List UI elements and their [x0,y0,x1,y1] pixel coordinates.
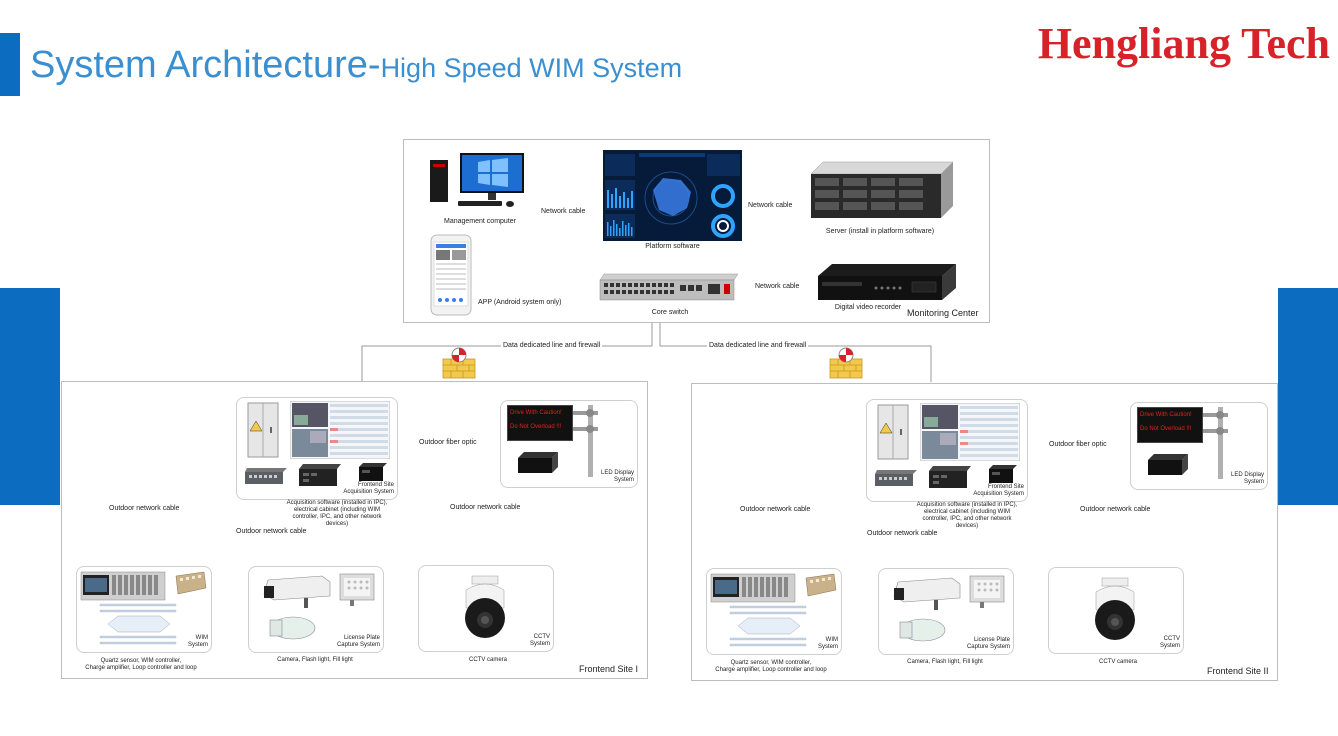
site2-capture-camera-icon [893,575,1005,642]
site2-led-label: LED Display System [1230,472,1264,485]
dvr-label: Digital video recorder [834,304,902,311]
right-side-block [1278,288,1338,505]
site1-label: Frontend Site I [579,664,639,674]
site1-wim-label: WIM System [187,635,208,648]
site2-cctv-label: CCTV System [1159,636,1180,649]
site2-wim-desc: Quartz sensor, WIM controller, Charge am… [715,660,827,673]
site2-wim-controller-icon [989,465,1017,483]
site1-led-pole [570,405,598,477]
cable-label-computer: Network cable [541,208,586,215]
page-title-main: System Architecture- [30,44,381,86]
site1-led-line2: Do Not Overload !!! [510,424,562,430]
platform-software-label: Platform software [645,243,700,250]
site1-wim-desc: Quartz sensor, WIM controller, Charge am… [85,658,197,671]
site2-acquisition-desc: Acquisition software (installed in IPC),… [916,502,1018,529]
left-accent-bar [0,33,20,96]
site1-net-right-label: Outdoor network cable [450,504,521,511]
app-phone-icon [430,234,472,316]
dedicated-line-label-right: Data dedicated line and firewall [707,342,809,349]
site1-cctv-label: CCTV System [529,634,550,647]
page-title: System Architecture-High Speed WIM Syste… [30,44,682,87]
firewall-icon-right [829,347,863,379]
dvr-icon [818,264,956,300]
site2-fiber-label: Outdoor fiber optic [1049,441,1107,448]
left-side-block [0,288,60,505]
cable-label-server: Network cable [748,202,793,209]
site2-cabinet-icon [877,404,909,460]
site2-wim-label: WIM System [817,637,838,650]
app-label: APP (Android system only) [478,299,562,306]
site2-led-pole [1200,407,1228,479]
site1-network-switch-icon [245,468,287,484]
site2-network-switch-icon [875,470,917,486]
site2-media-converter-icon [1148,454,1188,475]
server-icon [810,161,954,218]
site2-label: Frontend Site II [1207,666,1269,676]
site2-lpc-label: License Plate Capture System [966,637,1010,650]
site2-net-left-label: Outdoor network cable [740,506,811,513]
site1-cctv-camera-icon [465,575,505,638]
cable-label-dvr: Network cable [755,283,800,290]
site2-ipc-screen [920,403,1020,461]
management-computer-icon [430,153,524,207]
dedicated-line-label-left: Data dedicated line and firewall [501,342,603,349]
site1-wim-controller-icon [359,463,387,481]
site1-net-mid-label: Outdoor network cable [236,528,307,535]
site1-ipc-screen [290,401,390,459]
site1-lpc-desc: Camera, Flash light, Fill light [277,657,353,663]
site1-cctv-desc: CCTV camera [468,657,507,663]
site1-acquisition-desc: Acquisition software (installed in IPC),… [286,500,388,527]
server-label: Server (install in platform software) [825,228,935,235]
site2-acquisition-title: Frontend Site Acquisition System [973,484,1024,497]
site2-lpc-desc: Camera, Flash light, Fill light [907,659,983,665]
page-title-sub: High Speed WIM System [380,53,683,83]
site1-cabinet-icon [247,402,279,458]
core-switch-icon [599,273,739,301]
site2-cctv-desc: CCTV camera [1098,659,1137,665]
firewall-icon-left [442,347,476,379]
site1-media-converter-icon [518,452,558,473]
site2-led-line1: Drive With Caution! [1140,412,1192,418]
site1-wim-hardware-icon [80,571,207,645]
platform-software-screen [603,150,742,241]
brand-logo-text: Hengliang Tech [1037,19,1330,68]
site2-led-line2: Do Not Overload !!! [1140,426,1192,432]
core-switch-label: Core switch [651,309,689,316]
site1-net-left-label: Outdoor network cable [109,505,180,512]
site1-led-line1: Drive With Caution! [510,410,562,416]
site1-led-label: LED Display System [600,470,634,483]
site2-net-right-label: Outdoor network cable [1080,506,1151,513]
site2-ipc-box-icon [929,466,971,488]
site2-led-sign [1137,407,1203,443]
site1-acquisition-title: Frontend Site Acquisition System [343,482,394,495]
site1-lpc-label: License Plate Capture System [336,635,380,648]
site2-cctv-camera-icon [1095,577,1135,640]
site1-fiber-label: Outdoor fiber optic [419,439,477,446]
site2-wim-hardware-icon [710,573,837,647]
monitoring-center-label: Monitoring Center [907,308,979,318]
site1-ipc-box-icon [299,464,341,486]
site2-net-mid-label: Outdoor network cable [867,530,938,537]
site1-capture-camera-icon [263,573,375,640]
management-computer-label: Management computer [444,218,516,225]
site1-led-sign [507,405,573,441]
